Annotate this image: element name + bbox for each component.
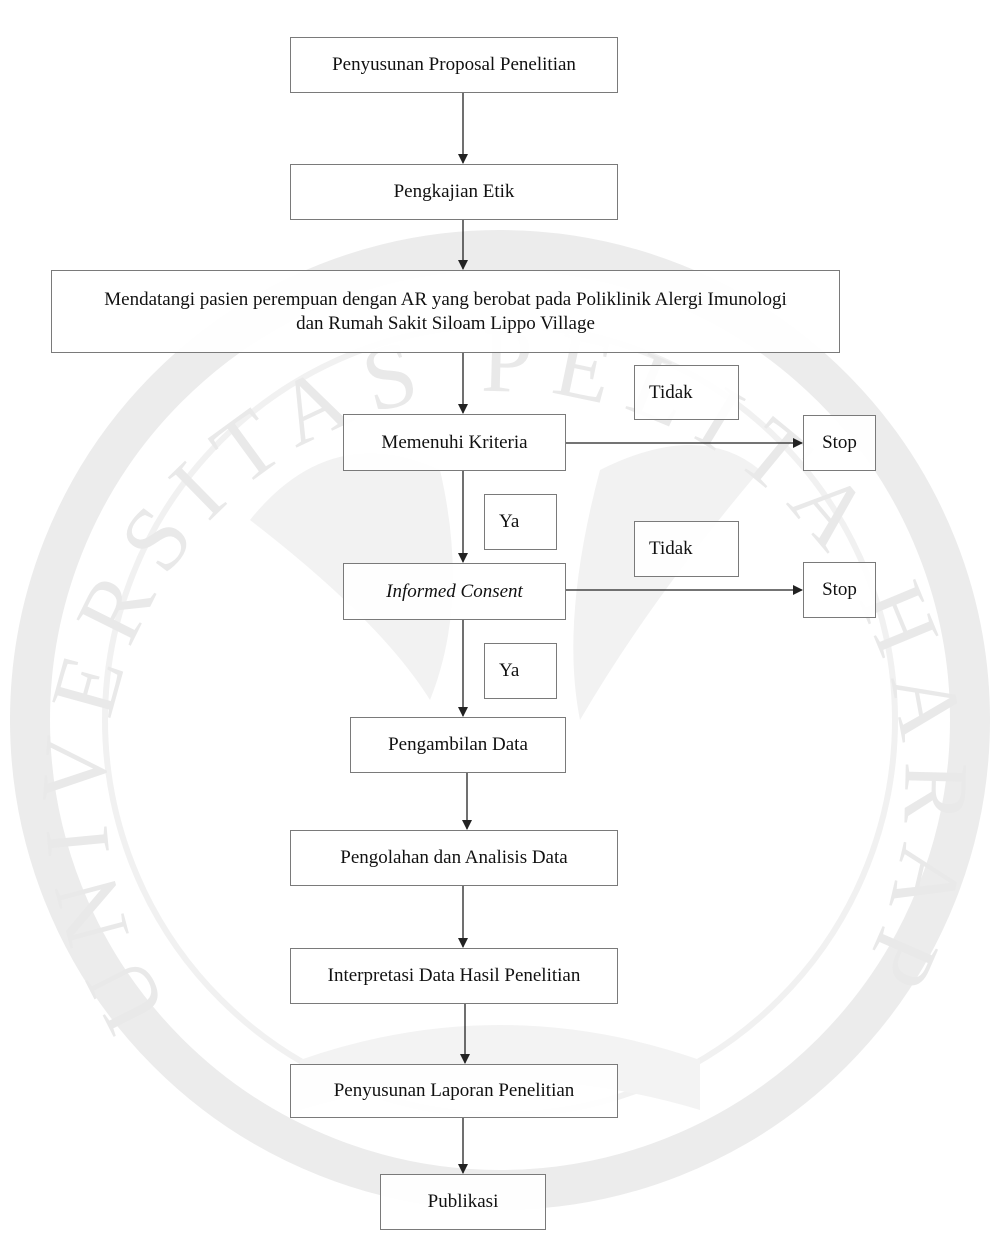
- label-tidak-consent: Tidak: [634, 521, 739, 577]
- decision-memenuhi-kriteria: Memenuhi Kriteria: [343, 414, 566, 471]
- step-publikasi: Publikasi: [380, 1174, 546, 1230]
- step-penyusunan-laporan: Penyusunan Laporan Penelitian: [290, 1064, 618, 1118]
- step-pengambilan-data: Pengambilan Data: [350, 717, 566, 773]
- stop-kriteria: Stop: [803, 415, 876, 471]
- step-proposal: Penyusunan Proposal Penelitian: [290, 37, 618, 93]
- step-interpretasi-data: Interpretasi Data Hasil Penelitian: [290, 948, 618, 1004]
- label-tidak-kriteria: Tidak: [634, 365, 739, 420]
- step-mendatangi-pasien: Mendatangi pasien perempuan dengan AR ya…: [51, 270, 840, 353]
- step-pengkajian-etik: Pengkajian Etik: [290, 164, 618, 220]
- label-ya-consent: Ya: [484, 643, 557, 699]
- label-ya-kriteria: Ya: [484, 494, 557, 550]
- decision-informed-consent: Informed Consent: [343, 563, 566, 620]
- step-pengolahan-analisis: Pengolahan dan Analisis Data: [290, 830, 618, 886]
- stop-consent: Stop: [803, 562, 876, 618]
- seal-wing-right: [573, 445, 760, 720]
